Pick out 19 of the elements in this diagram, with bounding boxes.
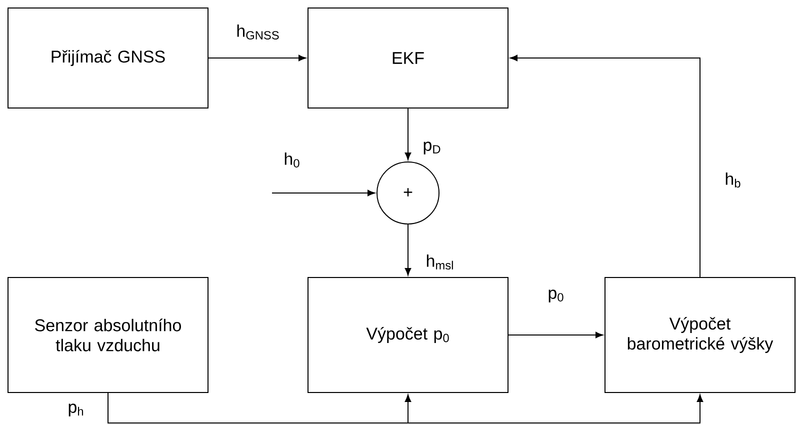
process-box: EKF bbox=[308, 8, 508, 108]
edge-label: p$_{h}$ bbox=[66, 402, 86, 418]
edge-label: p$_{D}$ bbox=[422, 140, 442, 156]
process-box: Výpočet barometrické výšky bbox=[604, 277, 796, 393]
edge-label: h$_{b}$ bbox=[724, 171, 742, 189]
process-box: Výpočet p$_{0}$ bbox=[308, 277, 508, 393]
arrow bbox=[208, 54, 306, 62]
process-box: Senzor absolutního tlaku vzduchu bbox=[8, 277, 208, 393]
edge-label: h$_{msl}$ bbox=[424, 253, 456, 271]
arrow bbox=[508, 332, 603, 338]
arrow bbox=[510, 54, 700, 278]
arrow bbox=[108, 392, 704, 424]
arrow bbox=[272, 190, 375, 196]
process-box: Přijímač GNSS bbox=[8, 8, 208, 108]
edge-label: p$_{0}$ bbox=[546, 288, 566, 304]
arrow bbox=[404, 224, 412, 276]
edge-label: h$_{GNSS}$ bbox=[235, 23, 281, 40]
arrow bbox=[404, 108, 412, 160]
edge-label: h$_{0}$ bbox=[282, 151, 302, 168]
